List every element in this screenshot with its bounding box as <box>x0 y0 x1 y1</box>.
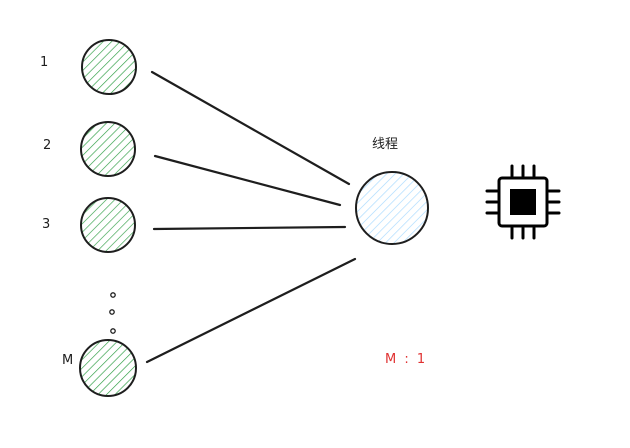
thread-node: 线程 <box>355 137 429 245</box>
cpu-chip-icon <box>485 164 561 240</box>
coroutine-circle-1 <box>81 39 137 95</box>
connection-line-4 <box>145 257 357 364</box>
coroutine-label-m: M <box>62 353 73 368</box>
connection-line-3 <box>152 225 347 231</box>
coroutine-label-3: 3 <box>42 217 50 232</box>
ellipsis-dot-1 <box>110 292 116 298</box>
connection-lines <box>145 70 357 364</box>
coroutine-node-2: 2 <box>43 121 136 177</box>
connection-line-2 <box>153 154 342 207</box>
coroutine-circle-3 <box>80 197 136 253</box>
coroutine-circle-2 <box>80 121 136 177</box>
coroutine-node-3: 3 <box>42 197 136 253</box>
thread-label: 线程 <box>372 137 398 152</box>
connection-line-1 <box>150 70 351 186</box>
thread-circle <box>355 171 429 245</box>
ellipsis-dot-3 <box>110 328 116 334</box>
coroutine-label-2: 2 <box>43 138 51 153</box>
coroutine-node-1: 1 <box>40 39 137 95</box>
coroutine-circle-m <box>79 339 137 397</box>
ratio-label: M : 1 <box>385 352 427 367</box>
coroutine-label-1: 1 <box>40 55 48 70</box>
coroutine-node-m: M <box>62 339 137 397</box>
ellipsis-dots <box>109 292 116 334</box>
ellipsis-dot-2 <box>109 309 115 315</box>
